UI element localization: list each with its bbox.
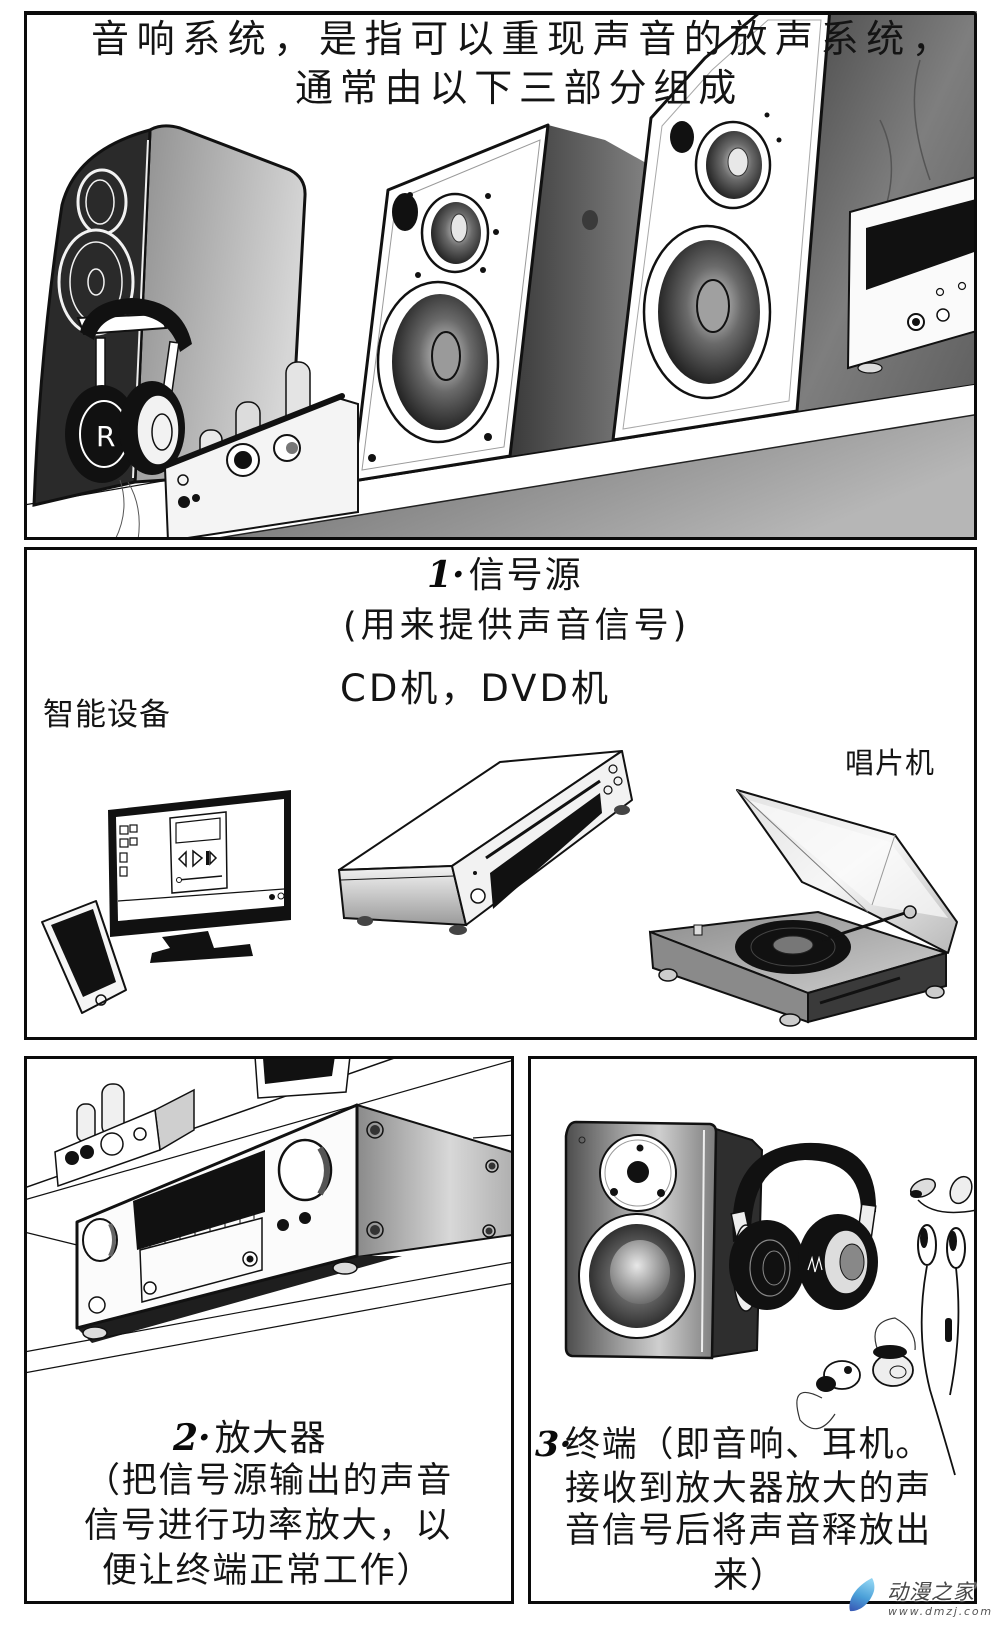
- tube-amplifier-icon: [162, 361, 359, 540]
- description-line-3: 便让终端正常工作）: [102, 1551, 434, 1591]
- dac-icon: [846, 175, 977, 374]
- svg-text:R: R: [96, 420, 115, 453]
- section-number: 2·: [173, 1417, 211, 1459]
- watermark-brand: 动漫之家: [887, 1580, 975, 1604]
- description-line-1: （把信号源输出的声音: [85, 1461, 454, 1501]
- panel-4-illustration: [564, 1120, 977, 1476]
- description-line-2: 信号进行功率放大，以: [84, 1506, 453, 1546]
- section-subtitle: (用来提供声音信号): [343, 606, 691, 646]
- earbuds-icon: [909, 1175, 977, 1214]
- section-heading-amplifier: 2·放大器: [173, 1420, 327, 1457]
- turntable-icon: [648, 789, 958, 1027]
- droplet-leaf-logo-icon: [849, 1578, 875, 1612]
- section-title: 放大器: [214, 1418, 328, 1459]
- panel-signal-source: 1·信号源 (用来提供声音信号) CD机，DVD机 智能设备 唱片机: [24, 547, 977, 1040]
- bookshelf-speaker-icon: [564, 1120, 764, 1360]
- av-receiver-icon: [24, 1103, 514, 1343]
- bookshelf-speaker-middle-icon: [351, 123, 655, 483]
- dvd-player-icon: [337, 750, 633, 935]
- panel-1-illustration: R: [24, 11, 977, 540]
- intro-caption-line-1: 音响系统，是指可以重现声音的放声系统，: [91, 17, 958, 61]
- watermark: 动漫之家 www.dmzj.com: [845, 1575, 995, 1625]
- wired-earphones-icon: [917, 1224, 966, 1476]
- tube-amplifier-icon: [54, 1083, 195, 1188]
- source-examples: CD机，DVD机: [340, 667, 611, 710]
- top-device-icon: [254, 1056, 351, 1099]
- lower-shelf-icon: [24, 1261, 514, 1374]
- description-line-1: 接收到放大器放大的声: [565, 1469, 933, 1509]
- monitor-icon: [108, 790, 291, 963]
- section-title: 终端: [565, 1425, 639, 1465]
- section-heading-output-devices: 3·终端（即音响、耳机。: [535, 1427, 932, 1463]
- section-heading-signal-source: 1·信号源: [427, 557, 583, 594]
- panel-amplifier: 2·放大器 （把信号源输出的声音 信号进行功率放大，以 便让终端正常工作）: [24, 1056, 514, 1604]
- smartphone-icon: [41, 900, 127, 1014]
- headphones-icon: R: [65, 298, 192, 540]
- bookshelf-speaker-tall-icon: [611, 11, 832, 442]
- description-line-3: 来）: [713, 1556, 787, 1596]
- description-line-2: 音信号后将声音释放出: [565, 1511, 933, 1551]
- section-title: 信号源: [468, 555, 583, 596]
- panel-3-illustration: [24, 1056, 514, 1374]
- intro-caption-line-2: 通常由以下三部分组成: [295, 66, 744, 110]
- panel-2-illustration: [41, 750, 958, 1027]
- section-number: 3·: [535, 1424, 572, 1465]
- panel-output-devices: 3·终端（即音响、耳机。 接收到放大器放大的声 音信号后将声音释放出 来）: [528, 1056, 977, 1604]
- panel-intro: R 音响系统，是指可以重现声音的放声系统， 通常由以下三部分组成: [24, 11, 977, 540]
- headphones-icon: [729, 1142, 878, 1312]
- section-title-suffix: （即音响、耳机。: [638, 1425, 933, 1465]
- section-number: 1·: [427, 554, 465, 596]
- label-record-player: 唱片机: [845, 746, 936, 780]
- in-ear-monitors-icon: [796, 1317, 916, 1430]
- label-smart-devices: 智能设备: [43, 697, 171, 733]
- watermark-url: www.dmzj.com: [888, 1605, 993, 1618]
